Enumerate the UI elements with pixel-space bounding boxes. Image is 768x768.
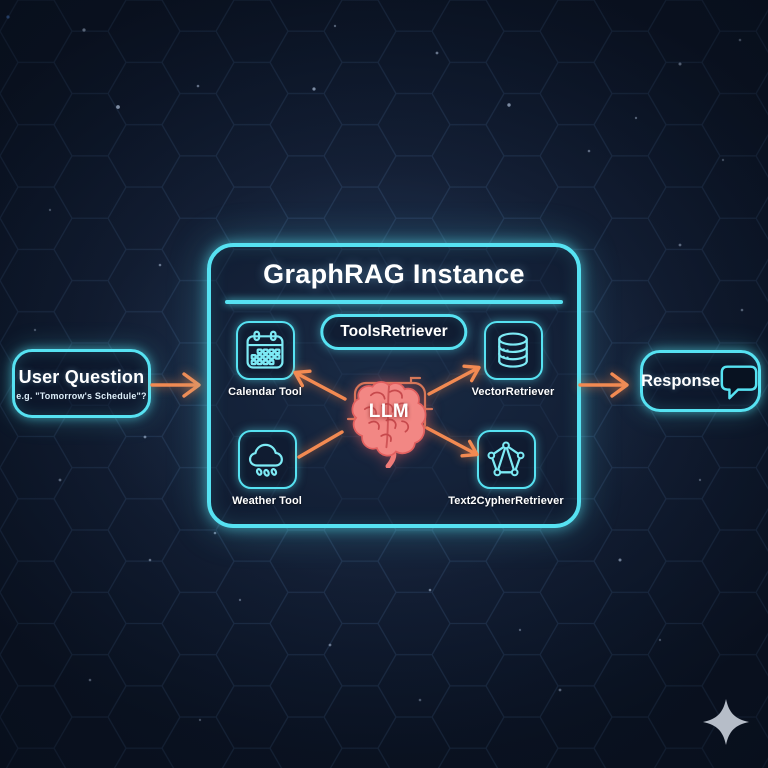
tool-label-calendar: Calendar Tool <box>228 386 302 398</box>
response-title: Response <box>641 371 720 390</box>
speech-bubble-icon <box>720 365 758 400</box>
tool-label-text2cypher: Text2CypherRetriever <box>448 495 564 507</box>
user-question-title: User Question <box>18 366 145 387</box>
title-divider <box>225 300 563 304</box>
arrow-llm-to-text2cypher <box>423 425 489 465</box>
graphrag-instance-box: GraphRAG Instance ToolsRetriever Cal <box>207 243 581 528</box>
calendar-icon <box>246 330 284 369</box>
user-question-example: e.g. "Tomorrow's Schedule"? <box>16 390 147 401</box>
tool-text2cypher-retriever: Text2CypherRetriever <box>441 430 571 507</box>
right-arrow-icon <box>150 372 201 398</box>
tool-label-vector-retriever: VectorRetriever <box>471 386 555 398</box>
tool-label-weather: Weather Tool <box>232 495 302 507</box>
line-llm-to-weather <box>292 428 346 462</box>
right-arrow-icon <box>578 372 629 398</box>
arrow-llm-to-vector <box>425 357 491 397</box>
brain-icon <box>351 381 427 468</box>
cloud-rain-icon <box>248 443 283 477</box>
arrow-user-to-graphrag <box>149 369 207 401</box>
tool-calendar: Calendar Tool <box>200 321 330 398</box>
tool-weather: Weather Tool <box>202 430 332 507</box>
diagonal-arrow-icon <box>293 369 347 401</box>
response-box: Response <box>640 350 761 412</box>
arrow-llm-to-calendar <box>283 362 349 402</box>
diagonal-arrow-icon <box>427 364 481 396</box>
llm-label: LLM <box>368 401 410 422</box>
arrow-graphrag-to-response <box>577 369 635 401</box>
cloud-icon-box <box>237 430 297 489</box>
diagonal-line-icon <box>297 430 344 459</box>
graph-icon-box <box>476 430 536 489</box>
tools-retriever-pill: ToolsRetriever <box>320 314 468 350</box>
user-question-box: User Question e.g. "Tomorrow's Schedule"… <box>12 349 151 418</box>
graphrag-title: GraphRAG Instance <box>263 259 525 289</box>
tool-vector-retriever: VectorRetriever <box>448 321 578 398</box>
calendar-icon-box <box>235 321 295 380</box>
diagonal-arrow-icon <box>425 426 479 458</box>
database-icon <box>498 331 528 368</box>
graph-icon <box>487 440 525 476</box>
database-icon-box <box>483 321 543 380</box>
sparkle-logo-icon <box>703 699 749 745</box>
